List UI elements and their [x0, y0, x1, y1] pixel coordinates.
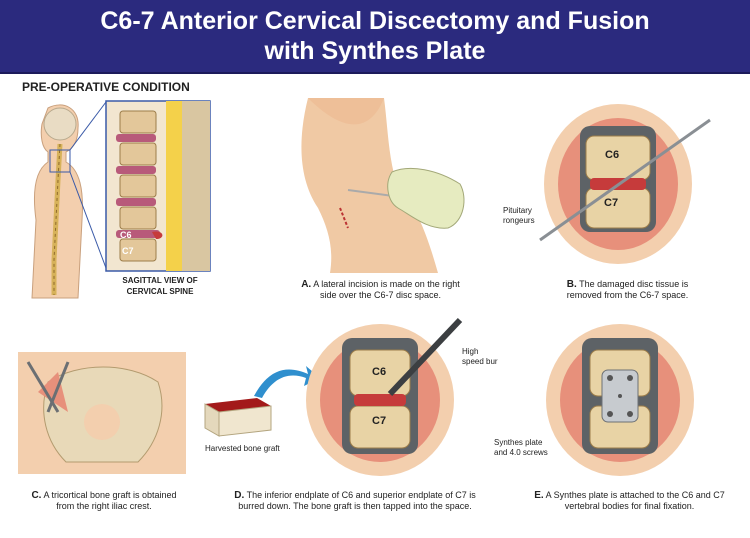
- bone-graft-block-illustration: [204, 398, 272, 437]
- caption-e-line-1: A Synthes plate is attached to the C6 an…: [545, 490, 725, 500]
- pituitary-label-line-1: Pituitary: [503, 206, 532, 215]
- caption-a-line-1: A lateral incision is made on the right: [313, 279, 460, 289]
- caption-b-letter: B.: [566, 279, 577, 290]
- caption-e-letter: E.: [534, 490, 544, 501]
- caption-e: E. A Synthes plate is attached to the C6…: [522, 490, 737, 512]
- caption-c: C. A tricortical bone graft is obtained …: [15, 490, 193, 512]
- caption-e-line-2: vertebral bodies for final fixation.: [564, 501, 695, 511]
- transfer-arrow: [254, 366, 320, 398]
- caption-d-line-2: burred down. The bone graft is then tapp…: [238, 501, 472, 511]
- bur-label-line-1: High: [462, 347, 479, 356]
- title-line-2: with Synthes Plate: [264, 37, 486, 65]
- sagittal-caption: SAGITTAL VIEW OF CERVICAL SPINE: [100, 275, 220, 297]
- zoom-connector-lines: [69, 101, 107, 269]
- bur-label-line-2: speed bur: [462, 357, 498, 366]
- title-banner: C6-7 Anterior Cervical Discectomy and Fu…: [0, 0, 750, 74]
- preop-heading: PRE-OPERATIVE CONDITION: [22, 80, 190, 94]
- high-speed-bur-label: High speed bur: [462, 347, 498, 367]
- sagittal-spine-inset: [105, 100, 211, 272]
- caption-c-line-2: from the right iliac crest.: [56, 501, 152, 511]
- sagittal-caption-line-1: SAGITTAL VIEW OF: [122, 276, 198, 285]
- caption-b-line-2: removed from the C6-7 space.: [566, 290, 689, 300]
- caption-c-letter: C.: [31, 490, 42, 501]
- caption-d-line-1: The inferior endplate of C6 and superior…: [246, 490, 476, 500]
- plate-label-line-2: and 4.0 screws: [494, 448, 548, 457]
- caption-a-line-2: side over the C6-7 disc space.: [319, 290, 442, 300]
- caption-d: D. The inferior endplate of C6 and super…: [215, 490, 495, 512]
- burring-illustration: [306, 317, 463, 476]
- d-label-c7: C7: [372, 415, 387, 427]
- caption-a-letter: A.: [301, 279, 312, 290]
- title-line-1: C6-7 Anterior Cervical Discectomy and Fu…: [100, 7, 650, 35]
- sagittal-caption-line-2: CERVICAL SPINE: [126, 287, 194, 296]
- neck-incision-illustration: [301, 98, 465, 273]
- synthes-plate-label: Synthes plate and 4.0 screws: [494, 438, 548, 458]
- caption-a: A. A lateral incision is made on the rig…: [288, 279, 473, 301]
- body-silhouette-illustration: [31, 104, 83, 299]
- iliac-crest-harvest-illustration: [18, 352, 186, 474]
- disc-removal-illustration: [539, 104, 711, 264]
- caption-d-letter: D.: [234, 490, 245, 501]
- harvested-graft-label: Harvested bone graft: [205, 444, 280, 453]
- caption-c-line-1: A tricortical bone graft is obtained: [43, 490, 177, 500]
- d-label-c6: C6: [372, 366, 387, 378]
- plate-label-line-1: Synthes plate: [494, 438, 543, 447]
- b-label-c6: C6: [605, 149, 620, 161]
- inset-label-c7: C7: [122, 246, 134, 256]
- pituitary-label-line-2: rongeurs: [503, 216, 535, 225]
- pituitary-rongeurs-label: Pituitary rongeurs: [503, 206, 535, 226]
- caption-b: B. The damaged disc tissue is removed fr…: [535, 279, 720, 301]
- b-label-c7: C7: [604, 197, 619, 209]
- caption-b-line-1: The damaged disc tissue is: [579, 279, 689, 289]
- inset-label-c6: C6: [120, 230, 132, 240]
- plate-fixation-illustration: [546, 324, 694, 476]
